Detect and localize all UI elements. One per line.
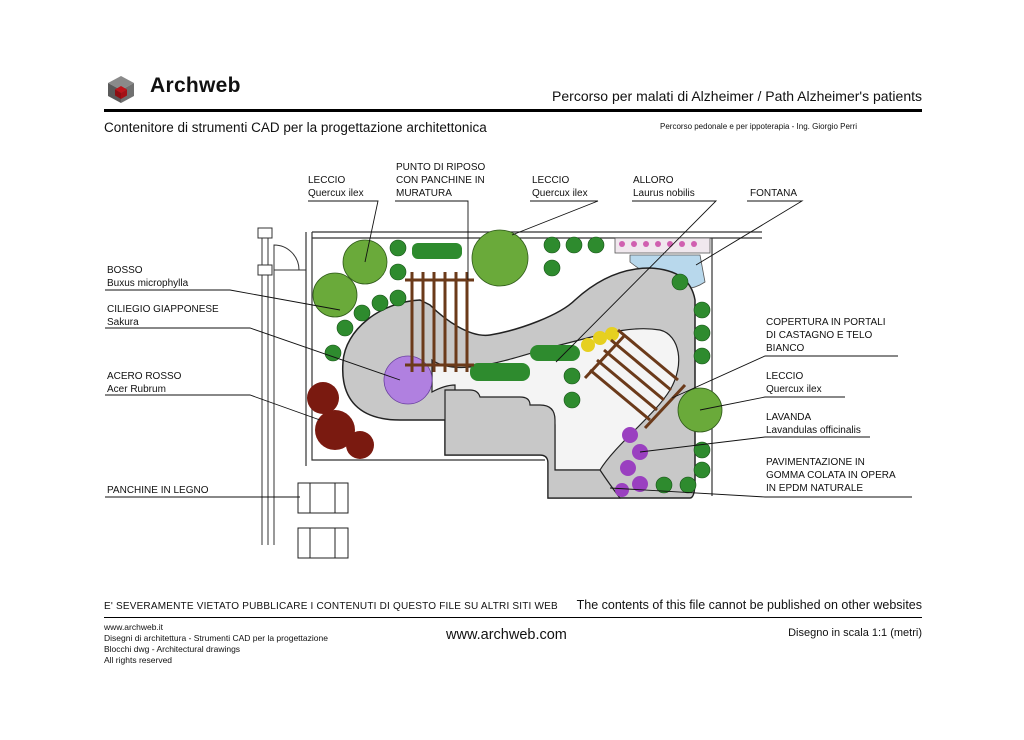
- wooden-benches: [297, 482, 349, 559]
- brand-name: Archweb: [150, 74, 241, 97]
- warning-italian: E' SEVERAMENTE VIETATO PUBBLICARE I CONT…: [104, 601, 558, 612]
- header-rule: [104, 109, 922, 112]
- footer-rule: [104, 617, 922, 618]
- drawing-subtitle: Contenitore di strumenti CAD per la prog…: [104, 120, 487, 135]
- hedge-rows: [412, 243, 580, 381]
- pergola-riposo: [405, 272, 474, 372]
- footer-line: Blocchi dwg - Architectural drawings: [104, 644, 241, 654]
- tree-ciliegio: [383, 355, 433, 405]
- label-fontana: FONTANA: [750, 188, 798, 199]
- shrubs-bosso: [324, 236, 711, 494]
- yellow-flowers: [581, 327, 619, 352]
- leader-lines: [105, 200, 912, 498]
- footer-line[interactable]: www.archweb.it: [104, 622, 164, 632]
- warning-english: The contents of this file cannot be publ…: [576, 598, 922, 612]
- tree-lecci: [312, 229, 723, 433]
- lavender-bed: [615, 427, 648, 497]
- drawing-title: Percorso per malati di Alzheimer / Path …: [552, 88, 922, 104]
- pergola-copertura: [583, 328, 687, 430]
- footer-url-link[interactable]: www.archweb.com: [446, 627, 567, 643]
- label-panchine-legno: PANCHINE IN LEGNO: [107, 485, 209, 496]
- footer-line: All rights reserved: [104, 655, 173, 665]
- drawing-scale: Disegno in scala 1:1 (metri): [788, 627, 922, 639]
- drawing-credit: Percorso pedonale e per ippoterapia - In…: [660, 122, 857, 131]
- path-centre-shape: [444, 389, 622, 499]
- archweb-logo-icon: [106, 74, 136, 104]
- gate-and-entrance: [257, 227, 306, 545]
- footer-info: www.archweb.it Disegni di architettura -…: [104, 622, 328, 666]
- footer-line: Disegni di architettura - Strumenti CAD …: [104, 633, 328, 643]
- tree-acero-rosso: [307, 382, 374, 459]
